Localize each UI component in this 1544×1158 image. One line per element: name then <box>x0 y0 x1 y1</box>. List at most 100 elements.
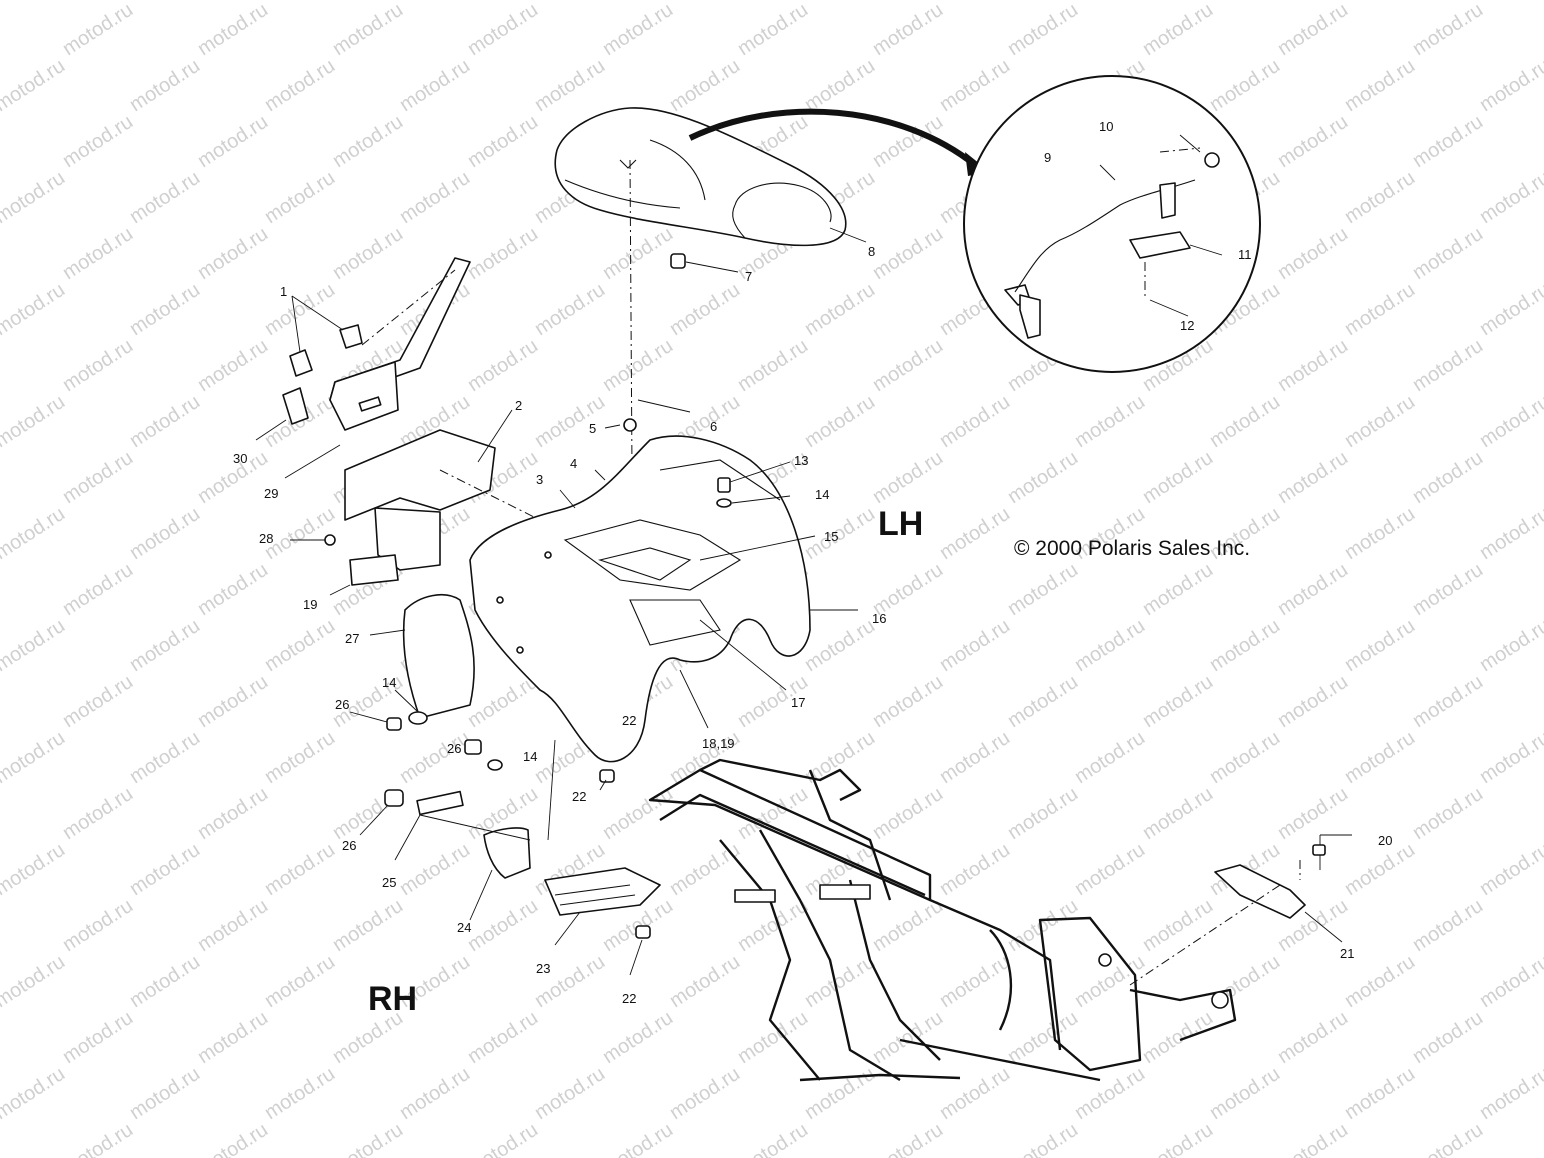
watermark-text: motod.ru <box>936 839 1014 900</box>
rear-fender-part <box>469 399 858 763</box>
callout-16: 16 <box>872 611 886 626</box>
watermark-text: motod.ru <box>194 1119 272 1158</box>
watermark-text: motod.ru <box>869 223 947 284</box>
watermark-text: motod.ru <box>194 559 272 620</box>
watermark-text: motod.ru <box>801 391 879 452</box>
watermark-text: motod.ru <box>734 0 812 60</box>
watermark-text: motod.ru <box>734 895 812 956</box>
watermark-text: motod.ru <box>0 895 2 956</box>
watermark-text: motod.ru <box>396 0 474 4</box>
watermark-text: motod.ru <box>126 0 204 4</box>
watermark-text: motod.ru <box>531 391 609 452</box>
watermark-text: motod.ru <box>1409 111 1487 172</box>
watermark-text: motod.ru <box>0 223 2 284</box>
battery-cover-part <box>255 257 471 479</box>
callout-26b: 26 <box>447 741 461 756</box>
callout-28: 28 <box>259 531 273 546</box>
watermark-text: motod.ru <box>1004 1007 1082 1068</box>
watermark-text: motod.ru <box>261 279 339 340</box>
watermark-text: motod.ru <box>126 951 204 1012</box>
watermark-text: motod.ru <box>126 167 204 228</box>
watermark-text: motod.ru <box>801 55 879 116</box>
detail-arrow <box>688 108 977 168</box>
lh-label: LH <box>878 505 923 543</box>
watermark-text: motod.ru <box>126 615 204 676</box>
watermark-text: motod.ru <box>1004 1119 1082 1158</box>
watermark-text: motod.ru <box>599 1119 677 1158</box>
watermark-text: motod.ru <box>1206 55 1284 116</box>
watermark-text: motod.ru <box>261 839 339 900</box>
watermark-text: motod.ru <box>126 1063 204 1124</box>
watermark-text: motod.ru <box>936 503 1014 564</box>
watermark-text: motod.ru <box>1004 447 1082 508</box>
watermark-text: motod.ru <box>59 783 137 844</box>
watermark-text: motod.ru <box>464 111 542 172</box>
watermark-text: motod.ru <box>464 1007 542 1068</box>
watermark-text: motod.ru <box>0 615 69 676</box>
watermark-text: motod.ru <box>1071 727 1149 788</box>
watermark-text: motod.ru <box>1004 671 1082 732</box>
watermark-text: motod.ru <box>261 167 339 228</box>
watermark-text: motod.ru <box>1139 447 1217 508</box>
callout-9: 9 <box>1044 150 1051 165</box>
callout-3: 3 <box>536 472 543 487</box>
watermark-text: motod.ru <box>0 279 69 340</box>
watermark-text: motod.ru <box>1274 223 1352 284</box>
seat-latch-detail <box>963 75 1261 373</box>
watermark-text: motod.ru <box>666 1063 744 1124</box>
watermark-text: motod.ru <box>1274 0 1352 60</box>
watermark-text: motod.ru <box>1409 671 1487 732</box>
watermark-text: motod.ru <box>1139 783 1217 844</box>
rh-label: RH <box>368 980 417 1018</box>
watermark-text: motod.ru <box>0 1063 69 1124</box>
watermark-text: motod.ru <box>261 951 339 1012</box>
watermark-text: motod.ru <box>1476 839 1544 900</box>
watermark-text: motod.ru <box>1071 615 1149 676</box>
watermark-text: motod.ru <box>59 895 137 956</box>
callout-14c: 14 <box>523 749 537 764</box>
watermark-text: motod.ru <box>936 55 1014 116</box>
callout-17: 17 <box>791 695 805 710</box>
watermark-text: motod.ru <box>0 111 2 172</box>
watermark-text: motod.ru <box>1341 167 1419 228</box>
watermark-text: motod.ru <box>59 335 137 396</box>
watermark-text: motod.ru <box>194 111 272 172</box>
watermark-text: motod.ru <box>1476 1063 1544 1124</box>
callout-10: 10 <box>1099 119 1113 134</box>
callout-1: 1 <box>280 284 287 299</box>
watermark-text: motod.ru <box>464 335 542 396</box>
watermark-text: motod.ru <box>599 0 677 60</box>
watermark-text: motod.ru <box>734 1007 812 1068</box>
watermark-text: motod.ru <box>936 391 1014 452</box>
callout-5: 5 <box>589 421 596 436</box>
watermark-text: motod.ru <box>0 0 69 4</box>
watermark-text: motod.ru <box>464 0 542 60</box>
watermark-text: motod.ru <box>1476 503 1544 564</box>
watermark-text: motod.ru <box>0 335 2 396</box>
watermark-text: motod.ru <box>1139 895 1217 956</box>
copyright-text: © 2000 Polaris Sales Inc. <box>1014 537 1250 560</box>
watermark-text: motod.ru <box>1274 1119 1352 1158</box>
callout-11: 11 <box>1238 247 1252 262</box>
watermark-text: motod.ru <box>261 1063 339 1124</box>
watermark-text: motod.ru <box>1409 447 1487 508</box>
watermark-text: motod.ru <box>1071 391 1149 452</box>
watermark-text: motod.ru <box>1274 447 1352 508</box>
watermark-text: motod.ru <box>126 391 204 452</box>
callout-21: 21 <box>1340 946 1354 961</box>
watermark-text: motod.ru <box>1476 279 1544 340</box>
watermark-text: motod.ru <box>666 839 744 900</box>
watermark-text: motod.ru <box>531 951 609 1012</box>
watermark-text: motod.ru <box>1341 727 1419 788</box>
watermark-text: motod.ru <box>666 951 744 1012</box>
watermark-text: motod.ru <box>0 783 2 844</box>
watermark-text: motod.ru <box>869 335 947 396</box>
seat-grommet-part <box>670 253 739 273</box>
callout-14a: 14 <box>815 487 829 502</box>
watermark-text: motod.ru <box>531 279 609 340</box>
callout-20: 20 <box>1378 833 1392 848</box>
watermark-text: motod.ru <box>1341 1063 1419 1124</box>
watermark-text: motod.ru <box>531 55 609 116</box>
callout-2: 2 <box>515 398 522 413</box>
